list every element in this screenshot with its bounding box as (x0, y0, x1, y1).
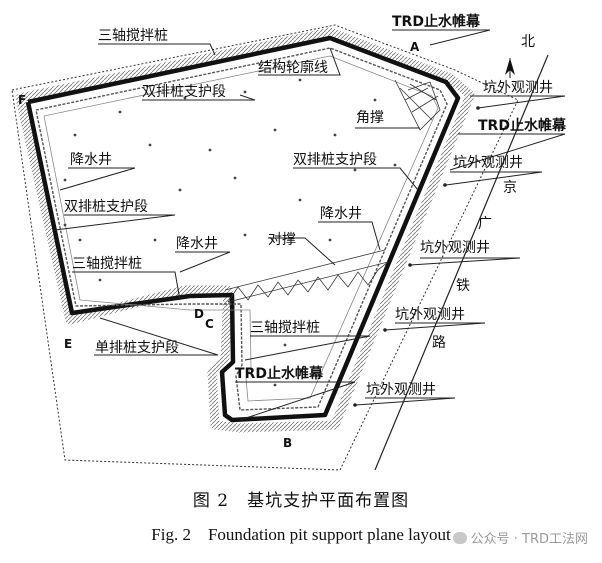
label-dewatering-well-2: 降水井 (176, 236, 218, 252)
structure-outline (43, 55, 439, 402)
opposing-strut-truss (224, 249, 389, 303)
foundation-pit-plan-diagram: 北 三轴搅拌桩 TRD止水帷幕 A 结构轮廓线 F 双排桩支护段 坑外观测井 角… (11, 13, 567, 471)
label-observation-well-5: 坑外观测井 (366, 382, 436, 398)
label-sanzhou-mid: 三轴搅拌桩 (250, 319, 320, 336)
label-double-row-2: 双排桩支护段 (293, 151, 377, 168)
watermark-text: 公众号 · TRD工法网 (470, 532, 588, 547)
trd-cutoff-wall (25, 35, 461, 423)
label-tie: 铁 (456, 278, 470, 294)
label-opposing-strut: 对撑 (268, 232, 296, 248)
label-trd-bottom: TRD止水帷幕 (235, 365, 324, 382)
point-d: D (194, 307, 204, 321)
label-sanzhou-top: 三轴搅拌桩 (98, 27, 168, 44)
mixing-pile-band (15, 27, 475, 433)
figure-caption-cn: 图 2 基坑支护平面布置图 (192, 491, 410, 511)
label-trd-top: TRD止水帷幕 (392, 13, 481, 30)
label-observation-well-2: 坑外观测井 (453, 155, 523, 171)
label-sanzhou-left: 三轴搅拌桩 (72, 255, 142, 272)
point-b: B (283, 436, 292, 450)
label-observation-well-3: 坑外观测井 (420, 240, 490, 256)
label-structure-outline: 结构轮廓线 (258, 59, 328, 76)
label-dewatering-well-3: 降水井 (320, 206, 362, 222)
label-lu: 路 (432, 335, 446, 351)
label-jing: 京 (503, 180, 517, 196)
dewatering-wells (63, 78, 397, 387)
leader-lines (54, 29, 566, 421)
label-single-row: 单排桩支护段 (95, 339, 179, 356)
label-double-row-1: 双排桩支护段 (142, 83, 226, 100)
label-corner-brace: 角撑 (356, 110, 384, 126)
point-c: C (205, 317, 214, 331)
inner-pile-line (35, 47, 448, 411)
label-double-row-3: 双排桩支护段 (64, 198, 148, 215)
label-observation-well-1: 坑外观测井 (483, 80, 553, 96)
wechat-icon (452, 532, 467, 544)
corner-brace-truss (394, 79, 441, 131)
site-boundary (11, 24, 519, 471)
watermark: 公众号 · TRD工法网 (452, 528, 588, 547)
label-trd-right: TRD止水帷幕 (478, 117, 567, 134)
figure-caption-en: Fig. 2 Foundation pit support plane layo… (151, 525, 451, 544)
label-observation-well-4: 坑外观测井 (395, 307, 465, 323)
point-f: F (18, 93, 26, 107)
railway-line (374, 54, 549, 471)
label-dewatering-well-1: 降水井 (70, 152, 112, 168)
point-e: E (64, 337, 72, 351)
label-guang: 广 (478, 216, 492, 232)
point-a: A (410, 40, 420, 54)
north-arrow: 北 (505, 34, 535, 78)
north-label: 北 (521, 34, 535, 50)
